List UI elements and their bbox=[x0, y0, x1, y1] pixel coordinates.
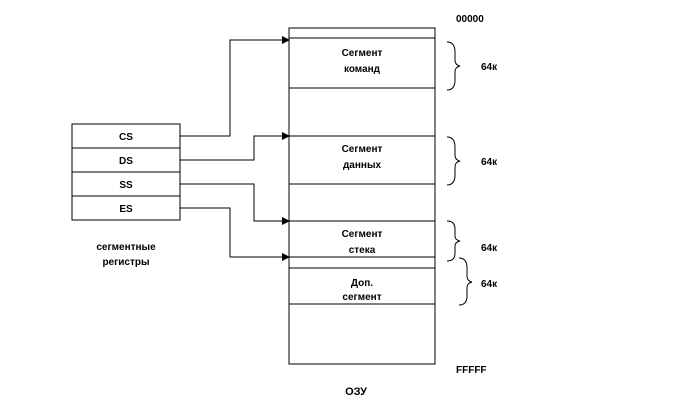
start-address: 00000 bbox=[456, 14, 484, 25]
registers-caption: регистры bbox=[102, 257, 149, 268]
register-ds bbox=[71, 147, 181, 173]
segment-label: сегмент bbox=[342, 292, 381, 303]
registers-caption: сегментные bbox=[96, 242, 156, 253]
size-brace-extra: 64к bbox=[458, 257, 498, 306]
segment-label: данных bbox=[343, 160, 382, 171]
segment-label: Доп. bbox=[351, 278, 373, 289]
size-brace-data: 64к bbox=[446, 136, 498, 186]
segment-label: Сегмент bbox=[342, 144, 383, 155]
register-label: CS bbox=[119, 132, 133, 143]
register-cs bbox=[71, 123, 181, 149]
segment-label: стека bbox=[349, 245, 376, 256]
segment-code: Сегмент команд bbox=[342, 48, 383, 75]
ss-arrow bbox=[180, 183, 290, 225]
size-brace-code: 64к bbox=[446, 41, 498, 91]
segment-data: Сегмент данных bbox=[342, 144, 383, 171]
segment-size: 64к bbox=[481, 243, 498, 254]
segment-size: 64к bbox=[481, 157, 498, 168]
memory-outline bbox=[288, 27, 436, 365]
register-es bbox=[71, 195, 181, 221]
segment-label: команд bbox=[344, 64, 381, 75]
register-label: SS bbox=[119, 180, 133, 191]
brace-icon bbox=[458, 257, 473, 306]
segment-size: 64к bbox=[481, 62, 498, 73]
segment-stack: Сегмент стека bbox=[342, 229, 383, 256]
register-label: DS bbox=[119, 156, 133, 167]
memory-block bbox=[288, 27, 436, 365]
register-block: CS DS SS ES bbox=[71, 123, 181, 221]
end-address: FFFFF bbox=[456, 365, 487, 376]
segment-size: 64к bbox=[481, 279, 498, 290]
brace-icon bbox=[446, 136, 461, 186]
es-arrow bbox=[180, 207, 290, 261]
cs-arrow bbox=[180, 36, 290, 137]
register-label: ES bbox=[119, 204, 133, 215]
size-brace-stack: 64к bbox=[446, 220, 498, 262]
segment-label: Сегмент bbox=[342, 229, 383, 240]
segment-label: Сегмент bbox=[342, 48, 383, 59]
segment-extra: Доп. сегмент bbox=[342, 278, 381, 303]
brace-icon bbox=[446, 41, 461, 91]
memory-caption: ОЗУ bbox=[345, 386, 367, 398]
brace-icon bbox=[446, 220, 461, 262]
ds-arrow bbox=[180, 132, 290, 161]
